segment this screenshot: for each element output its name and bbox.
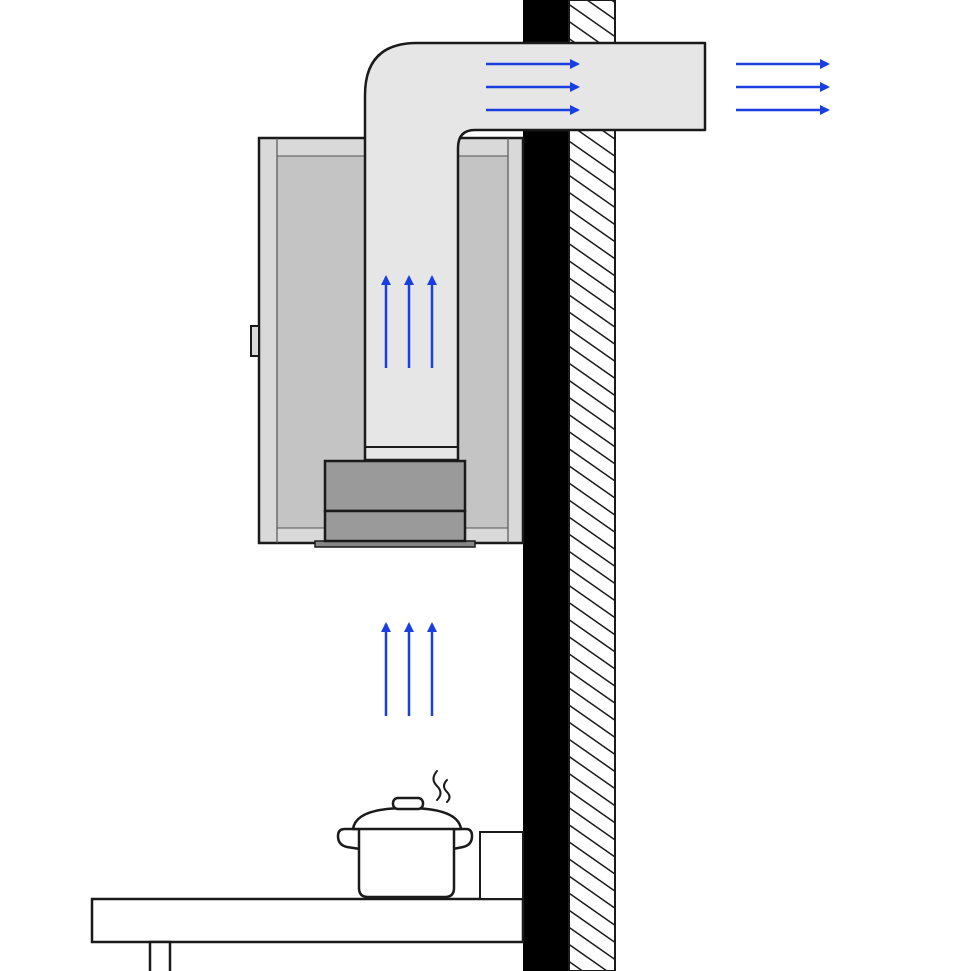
counter-box <box>479 831 524 900</box>
exhaust-duct <box>363 41 707 462</box>
motor-upper <box>323 459 467 513</box>
steam-icon <box>432 770 451 803</box>
steam-wisp-1 <box>432 770 442 801</box>
duct-rising-arrows <box>381 275 437 368</box>
steam-wisp-2 <box>443 779 451 803</box>
pot-body <box>357 826 456 899</box>
countertop-leg <box>148 940 172 971</box>
countertop <box>90 897 525 971</box>
countertop-slab <box>90 897 525 944</box>
pot-handle-right <box>452 827 474 851</box>
duct-horizontal-arrows <box>486 59 580 115</box>
wall-face <box>523 0 569 971</box>
pot-lid <box>351 806 463 831</box>
wall-hatching <box>568 0 616 971</box>
blower-motor <box>323 459 467 543</box>
motor-lower <box>323 509 467 543</box>
exhaust-arrows <box>736 59 830 115</box>
pot-lid-knob <box>391 796 425 811</box>
intake-arrows <box>381 622 437 716</box>
pot-handle-left <box>336 827 361 851</box>
cooking-pot-icon <box>336 796 474 899</box>
hood-control-knob <box>250 325 260 357</box>
wall <box>523 0 616 971</box>
